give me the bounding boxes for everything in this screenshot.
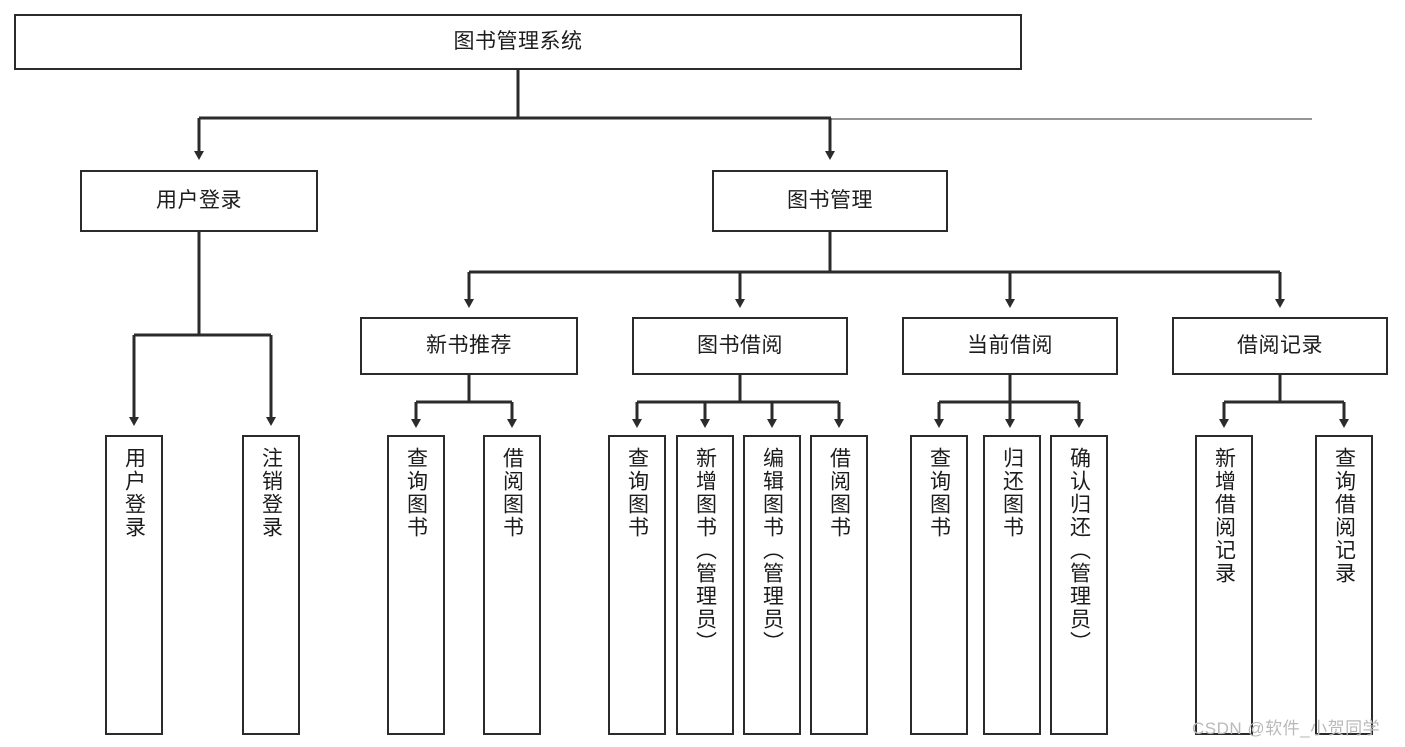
node-leaf-logout-label: 注销登录 <box>259 447 283 539</box>
node-root-label: 图书管理系统 <box>453 30 583 54</box>
node-leaf-query-book-1-label: 查询图书 <box>404 447 428 539</box>
node-current-borrow-label: 当前借阅 <box>967 334 1053 358</box>
node-user-login-label: 用户登录 <box>156 189 242 213</box>
node-book-manage[interactable]: 图书管理 <box>712 170 948 232</box>
node-new-book-recommend-label: 新书推荐 <box>426 334 512 358</box>
node-leaf-edit-book[interactable]: 编辑图书（管理员） <box>743 435 801 735</box>
node-leaf-confirm-return-label: 确认归还（管理员） <box>1067 447 1091 654</box>
watermark: CSDN @软件_小贺同学 <box>1192 719 1381 738</box>
node-leaf-query-book-3[interactable]: 查询图书 <box>910 435 968 735</box>
node-leaf-query-record-label: 查询借阅记录 <box>1332 447 1356 585</box>
node-leaf-query-record[interactable]: 查询借阅记录 <box>1315 435 1373 735</box>
node-leaf-borrow-book-2-label: 借阅图书 <box>827 447 851 539</box>
node-leaf-user-login[interactable]: 用户登录 <box>105 435 163 735</box>
node-leaf-edit-book-label: 编辑图书（管理员） <box>760 447 784 654</box>
node-leaf-confirm-return[interactable]: 确认归还（管理员） <box>1050 435 1108 735</box>
node-user-login[interactable]: 用户登录 <box>80 170 318 232</box>
node-leaf-add-record-label: 新增借阅记录 <box>1212 447 1236 585</box>
node-leaf-add-record[interactable]: 新增借阅记录 <box>1195 435 1253 735</box>
node-leaf-query-book-3-label: 查询图书 <box>927 447 951 539</box>
node-leaf-query-book-1[interactable]: 查询图书 <box>387 435 445 735</box>
node-new-book-recommend[interactable]: 新书推荐 <box>360 317 578 375</box>
node-leaf-query-book-2[interactable]: 查询图书 <box>608 435 666 735</box>
node-leaf-borrow-book-1-label: 借阅图书 <box>500 447 524 539</box>
node-borrow-record-label: 借阅记录 <box>1237 334 1323 358</box>
node-borrow-record[interactable]: 借阅记录 <box>1172 317 1388 375</box>
node-leaf-add-book-label: 新增图书（管理员） <box>693 447 717 654</box>
node-leaf-query-book-2-label: 查询图书 <box>625 447 649 539</box>
node-leaf-return-book[interactable]: 归还图书 <box>983 435 1041 735</box>
node-book-manage-label: 图书管理 <box>787 189 873 213</box>
node-book-borrow-label: 图书借阅 <box>697 334 783 358</box>
node-leaf-borrow-book-1[interactable]: 借阅图书 <box>483 435 541 735</box>
node-book-borrow[interactable]: 图书借阅 <box>632 317 848 375</box>
node-leaf-return-book-label: 归还图书 <box>1000 447 1024 539</box>
node-leaf-logout[interactable]: 注销登录 <box>242 435 300 735</box>
node-leaf-user-login-label: 用户登录 <box>122 447 146 539</box>
node-current-borrow[interactable]: 当前借阅 <box>902 317 1118 375</box>
node-leaf-borrow-book-2[interactable]: 借阅图书 <box>810 435 868 735</box>
node-root[interactable]: 图书管理系统 <box>14 14 1022 70</box>
node-leaf-add-book[interactable]: 新增图书（管理员） <box>676 435 734 735</box>
